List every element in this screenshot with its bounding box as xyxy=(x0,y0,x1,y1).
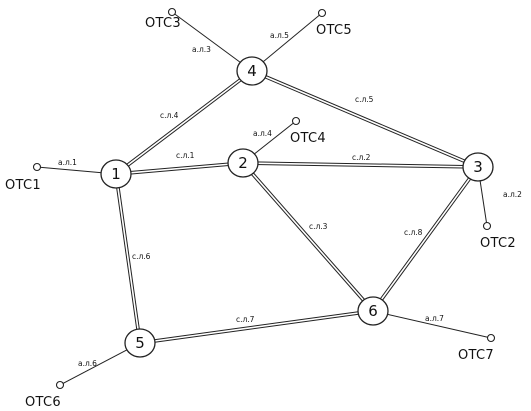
station-terminal xyxy=(317,8,327,18)
station-otc2: OTC2 xyxy=(480,221,516,251)
trunk-link-label: с.л.4 xyxy=(160,111,179,120)
station-label: OTC6 xyxy=(25,395,61,410)
trunk-line xyxy=(243,161,479,167)
node-5: 5 xyxy=(124,328,156,358)
trunk-links: с.л.1 с.л.2 с.л.3 с.л.4 с.л.5 с.л.6 с.л.7 с.л.8 xyxy=(114,69,480,345)
node-4: 4 xyxy=(236,56,268,86)
trunk-link-label: с.л.8 xyxy=(404,228,423,237)
trunk-link-c5: с.л.5 xyxy=(251,69,479,169)
trunk-link-c2: с.л.2 xyxy=(242,153,479,169)
node-label: 5 xyxy=(135,334,145,352)
node-1: 1 xyxy=(100,159,132,189)
station-label: OTC2 xyxy=(480,236,516,251)
trunk-link-label: с.л.5 xyxy=(355,95,374,104)
access-link-a3: а.л.3 xyxy=(171,11,253,72)
station-label: OTC5 xyxy=(316,23,352,38)
trunk-link-c3: с.л.3 xyxy=(241,161,375,313)
trunk-link-c1: с.л.1 xyxy=(115,151,244,176)
node-label: 6 xyxy=(368,302,378,320)
trunk-link-c7: с.л.7 xyxy=(139,309,374,345)
trunk-line xyxy=(115,161,243,174)
trunk-line xyxy=(242,163,478,169)
trunk-link-c6: с.л.6 xyxy=(114,173,151,344)
access-link-label: а.л.5 xyxy=(270,31,289,40)
station-otc7: OTC7 xyxy=(458,333,496,363)
trunk-line xyxy=(252,69,479,167)
trunk-line xyxy=(139,309,373,343)
station-otc4: OTC4 xyxy=(290,116,326,146)
trunk-line xyxy=(373,167,480,313)
trunk-line xyxy=(114,174,140,344)
station-label: OTC7 xyxy=(458,348,494,363)
trunk-link-label: с.л.3 xyxy=(309,222,328,231)
access-link-label: а.л.7 xyxy=(425,314,444,323)
station-terminal xyxy=(486,333,496,343)
node-label: 1 xyxy=(111,165,121,183)
trunk-link-label: с.л.2 xyxy=(352,153,371,162)
station-label: OTC3 xyxy=(145,16,181,31)
trunk-link-label: с.л.6 xyxy=(132,252,151,261)
trunk-line xyxy=(140,311,374,345)
node-circle xyxy=(236,56,268,86)
node-circle xyxy=(124,328,156,358)
switching-nodes: 1 2 3 4 5 6 xyxy=(100,56,494,358)
station-otc3: OTC3 xyxy=(145,7,181,31)
trunk-link-c8: с.л.8 xyxy=(371,165,480,313)
node-circle xyxy=(100,159,132,189)
access-line xyxy=(171,11,253,72)
access-link-label: а.л.4 xyxy=(253,129,272,138)
access-links: а.л.1 а.л.2 а.л.3 а.л.4 а.л.5 а.л.6 а.л.7 xyxy=(36,11,522,386)
station-otc1: OTC1 xyxy=(5,162,42,193)
node-label: 4 xyxy=(247,62,257,80)
station-label: OTC1 xyxy=(5,178,41,193)
station-terminal xyxy=(167,7,177,17)
access-link-label: а.л.3 xyxy=(192,45,211,54)
node-2: 2 xyxy=(227,148,259,178)
access-link-label: а.л.1 xyxy=(58,158,77,167)
station-label: OTC4 xyxy=(290,131,326,146)
station-terminal xyxy=(32,162,42,172)
access-link-a7: а.л.7 xyxy=(372,310,492,339)
node-label: 3 xyxy=(473,158,483,176)
trunk-line xyxy=(243,161,375,311)
access-link-label: а.л.6 xyxy=(78,359,97,368)
node-6: 6 xyxy=(357,296,389,326)
trunk-line xyxy=(251,71,478,169)
station-terminal xyxy=(482,221,492,231)
node-circle xyxy=(357,296,389,326)
node-3: 3 xyxy=(462,152,494,182)
node-circle xyxy=(227,148,259,178)
trunk-line xyxy=(241,163,373,313)
node-label: 2 xyxy=(238,154,248,172)
trunk-line xyxy=(371,165,478,311)
station-otc5: OTC5 xyxy=(316,8,352,38)
trunk-line xyxy=(114,69,252,174)
trunk-line xyxy=(116,173,142,343)
access-line xyxy=(372,310,492,339)
station-otc6: OTC6 xyxy=(25,380,65,410)
trunk-line xyxy=(116,163,244,176)
trunk-link-c4: с.л.4 xyxy=(114,69,254,176)
trunk-line xyxy=(116,71,254,176)
access-link-label: а.л.2 xyxy=(503,190,522,199)
station-terminal xyxy=(291,116,301,126)
node-circle xyxy=(462,152,494,182)
trunk-link-label: с.л.7 xyxy=(236,315,255,324)
station-terminal xyxy=(55,380,65,390)
trunk-link-label: с.л.1 xyxy=(176,151,195,160)
